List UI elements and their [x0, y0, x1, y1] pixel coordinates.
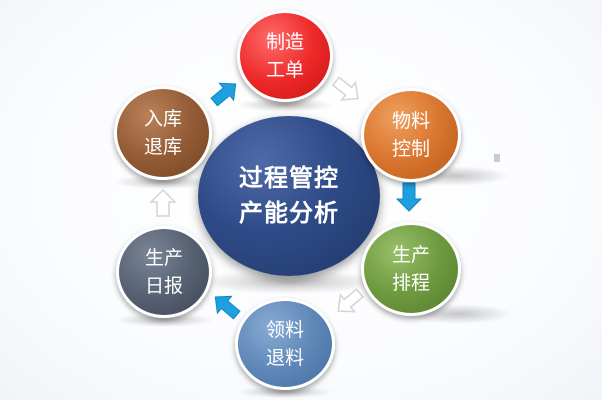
arrow-right-down-icon — [331, 76, 359, 101]
node-stock-in-out-line1: 入库 — [143, 107, 182, 130]
arrow-left-down-icon — [337, 288, 364, 313]
node-pick-return-line2: 退料 — [265, 347, 304, 369]
node-stock-in-out: 入库 退库 — [114, 86, 212, 180]
node-pick-return-line1: 领料 — [265, 318, 304, 341]
hub-shadow — [195, 270, 385, 294]
node-schedule: 生产 排程 — [361, 222, 461, 316]
node-make-line1: 制造 — [265, 30, 304, 53]
node-material-control: 物料 控制 — [361, 88, 461, 182]
node-shadow — [237, 386, 333, 398]
node-shadow — [113, 175, 213, 189]
node-shadow — [237, 98, 333, 112]
arrow-up-icon — [149, 188, 177, 217]
arrow-down-icon — [395, 182, 423, 212]
node-schedule-line1: 生产 — [391, 243, 430, 266]
node-daily-report: 生产 日报 — [116, 226, 212, 318]
center-hub-line2: 产能分析 — [239, 199, 339, 227]
node-daily-report-line2: 日报 — [144, 275, 183, 297]
node-make: 制造 工单 — [237, 10, 333, 102]
node-material-control-line1: 物料 — [391, 109, 430, 132]
node-pick-return: 领料 退料 — [235, 298, 335, 390]
node-stock-in-out-line2: 退库 — [143, 136, 182, 158]
node-material-control-line2: 控制 — [391, 138, 430, 160]
edge-mark — [494, 154, 500, 162]
node-make-line2: 工单 — [265, 59, 304, 81]
node-shadow — [115, 313, 215, 327]
arrow-left-up-icon — [214, 295, 241, 320]
center-hub-line1: 过程管控 — [239, 164, 339, 193]
center-hub: 过程管控 产能分析 — [198, 116, 380, 276]
node-daily-report-line1: 生产 — [144, 246, 183, 269]
arrow-right-up-icon — [210, 82, 237, 107]
node-schedule-line2: 排程 — [391, 272, 430, 294]
